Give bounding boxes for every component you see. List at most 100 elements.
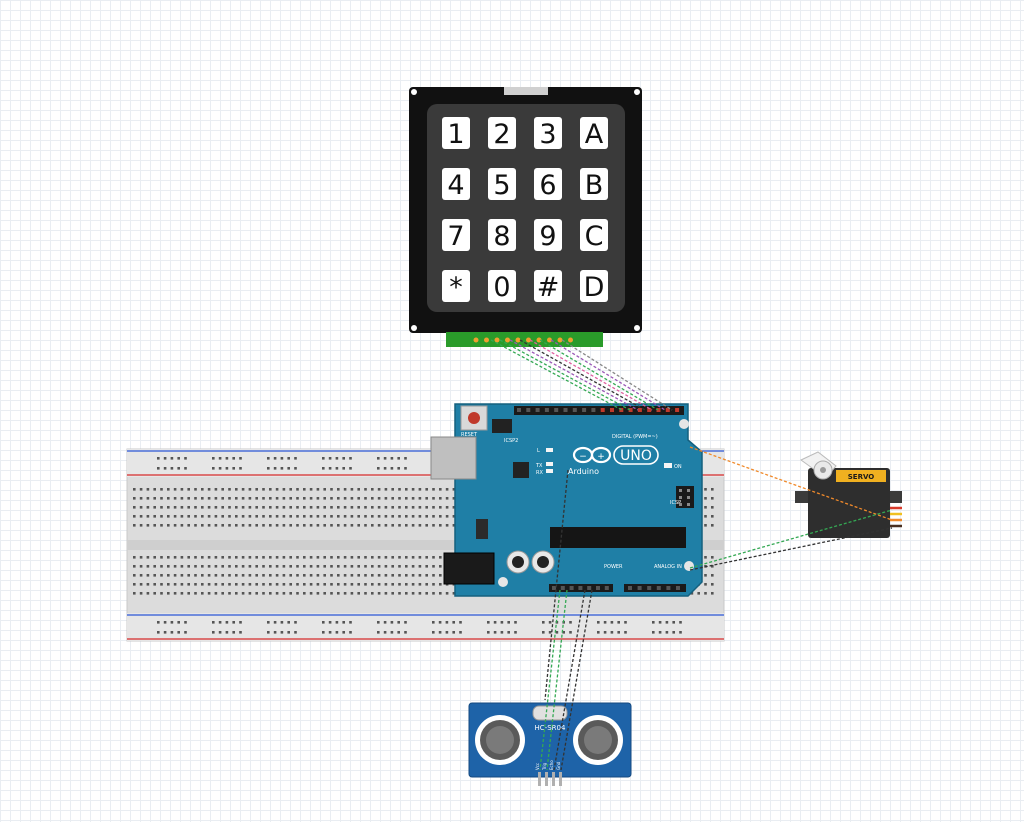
breadboard-hole[interactable] — [153, 574, 156, 577]
breadboard-hole[interactable] — [146, 515, 150, 518]
breadboard-hole[interactable] — [445, 515, 449, 518]
keypad-key[interactable]: D — [580, 270, 608, 303]
breadboard-hole[interactable] — [160, 515, 163, 518]
breadboard-hole[interactable] — [624, 631, 627, 634]
breadboard-hole[interactable] — [282, 592, 286, 595]
breadboard-hole[interactable] — [350, 556, 354, 559]
breadboard-hole[interactable] — [343, 515, 347, 518]
breadboard-hole[interactable] — [280, 457, 284, 460]
breadboard-hole[interactable] — [248, 488, 252, 491]
breadboard-hole[interactable] — [411, 565, 415, 568]
breadboard-hole[interactable] — [289, 488, 292, 491]
breadboard-hole[interactable] — [404, 621, 407, 624]
breadboard-hole[interactable] — [309, 497, 313, 500]
breadboard-hole[interactable] — [275, 506, 279, 509]
breadboard-hole[interactable] — [658, 621, 662, 624]
breadboard-hole[interactable] — [672, 621, 675, 624]
breadboard-hole[interactable] — [221, 515, 224, 518]
breadboard-hole[interactable] — [377, 565, 381, 568]
breadboard-hole[interactable] — [391, 524, 394, 527]
breadboard-hole[interactable] — [398, 583, 401, 586]
breadboard-hole[interactable] — [303, 556, 306, 559]
breadboard-hole[interactable] — [180, 497, 184, 500]
breadboard-hole[interactable] — [221, 574, 224, 577]
breadboard-hole[interactable] — [371, 524, 374, 527]
breadboard-hole[interactable] — [398, 565, 401, 568]
breadboard-hole[interactable] — [232, 457, 235, 460]
breadboard-hole[interactable] — [296, 556, 299, 559]
breadboard-hole[interactable] — [282, 488, 286, 491]
breadboard-hole[interactable] — [432, 515, 435, 518]
breadboard-hole[interactable] — [617, 621, 620, 624]
breadboard-hole[interactable] — [225, 467, 229, 470]
keypad-key[interactable]: 7 — [442, 219, 470, 252]
breadboard-hole[interactable] — [425, 515, 428, 518]
breadboard-hole[interactable] — [241, 583, 245, 586]
breadboard-hole[interactable] — [287, 457, 290, 460]
breadboard-hole[interactable] — [269, 583, 272, 586]
breadboard-hole[interactable] — [173, 583, 177, 586]
breadboard-hole[interactable] — [275, 556, 279, 559]
breadboard-hole[interactable] — [364, 574, 367, 577]
breadboard-hole[interactable] — [239, 467, 242, 470]
breadboard-hole[interactable] — [617, 631, 620, 634]
breadboard-hole[interactable] — [364, 506, 367, 509]
breadboard-hole[interactable] — [384, 565, 388, 568]
breadboard-hole[interactable] — [418, 524, 422, 527]
breadboard-hole[interactable] — [337, 506, 340, 509]
breadboard-hole[interactable] — [235, 574, 238, 577]
breadboard-hole[interactable] — [201, 497, 204, 500]
breadboard-hole[interactable] — [146, 506, 150, 509]
breadboard-hole[interactable] — [303, 565, 306, 568]
breadboard-hole[interactable] — [139, 524, 143, 527]
breadboard-hole[interactable] — [704, 524, 707, 527]
keypad-key-face[interactable] — [442, 117, 470, 149]
breadboard-hole[interactable] — [384, 592, 388, 595]
keypad-key-face[interactable] — [580, 168, 608, 200]
breadboard-hole[interactable] — [269, 592, 272, 595]
breadboard-hole[interactable] — [371, 583, 374, 586]
breadboard-hole[interactable] — [282, 583, 286, 586]
breadboard-hole[interactable] — [425, 574, 428, 577]
breadboard-hole[interactable] — [228, 524, 231, 527]
breadboard-hole[interactable] — [404, 631, 407, 634]
breadboard-hole[interactable] — [241, 556, 245, 559]
breadboard-hole[interactable] — [275, 574, 279, 577]
breadboard-hole[interactable] — [221, 583, 224, 586]
breadboard-hole[interactable] — [452, 488, 456, 491]
breadboard-hole[interactable] — [228, 515, 231, 518]
breadboard-hole[interactable] — [377, 592, 381, 595]
breadboard-hole[interactable] — [548, 631, 552, 634]
breadboard-hole[interactable] — [439, 497, 442, 500]
breadboard-hole[interactable] — [187, 497, 190, 500]
breadboard-hole[interactable] — [255, 592, 258, 595]
breadboard-hole[interactable] — [425, 488, 428, 491]
breadboard-hole[interactable] — [371, 506, 374, 509]
breadboard-hole[interactable] — [384, 515, 388, 518]
breadboard-hole[interactable] — [194, 497, 197, 500]
breadboard-hole[interactable] — [218, 467, 222, 470]
breadboard-hole[interactable] — [207, 583, 211, 586]
breadboard-hole[interactable] — [167, 583, 170, 586]
breadboard-hole[interactable] — [405, 506, 408, 509]
breadboard-hole[interactable] — [337, 565, 340, 568]
breadboard-hole[interactable] — [167, 556, 170, 559]
keypad-key[interactable]: * — [442, 270, 470, 303]
breadboard-hole[interactable] — [452, 524, 456, 527]
breadboard-hole[interactable] — [296, 515, 299, 518]
breadboard-hole[interactable] — [316, 574, 320, 577]
breadboard-hole[interactable] — [146, 556, 150, 559]
breadboard-hole[interactable] — [207, 574, 211, 577]
breadboard-hole[interactable] — [207, 515, 211, 518]
breadboard-hole[interactable] — [309, 506, 313, 509]
breadboard-hole[interactable] — [241, 497, 245, 500]
breadboard-hole[interactable] — [377, 556, 381, 559]
breadboard-hole[interactable] — [337, 583, 340, 586]
breadboard-hole[interactable] — [187, 515, 190, 518]
breadboard-hole[interactable] — [711, 565, 714, 568]
breadboard-hole[interactable] — [133, 583, 136, 586]
breadboard-hole[interactable] — [342, 631, 345, 634]
breadboard-hole[interactable] — [404, 467, 407, 470]
breadboard-hole[interactable] — [377, 467, 380, 470]
breadboard-hole[interactable] — [241, 524, 245, 527]
